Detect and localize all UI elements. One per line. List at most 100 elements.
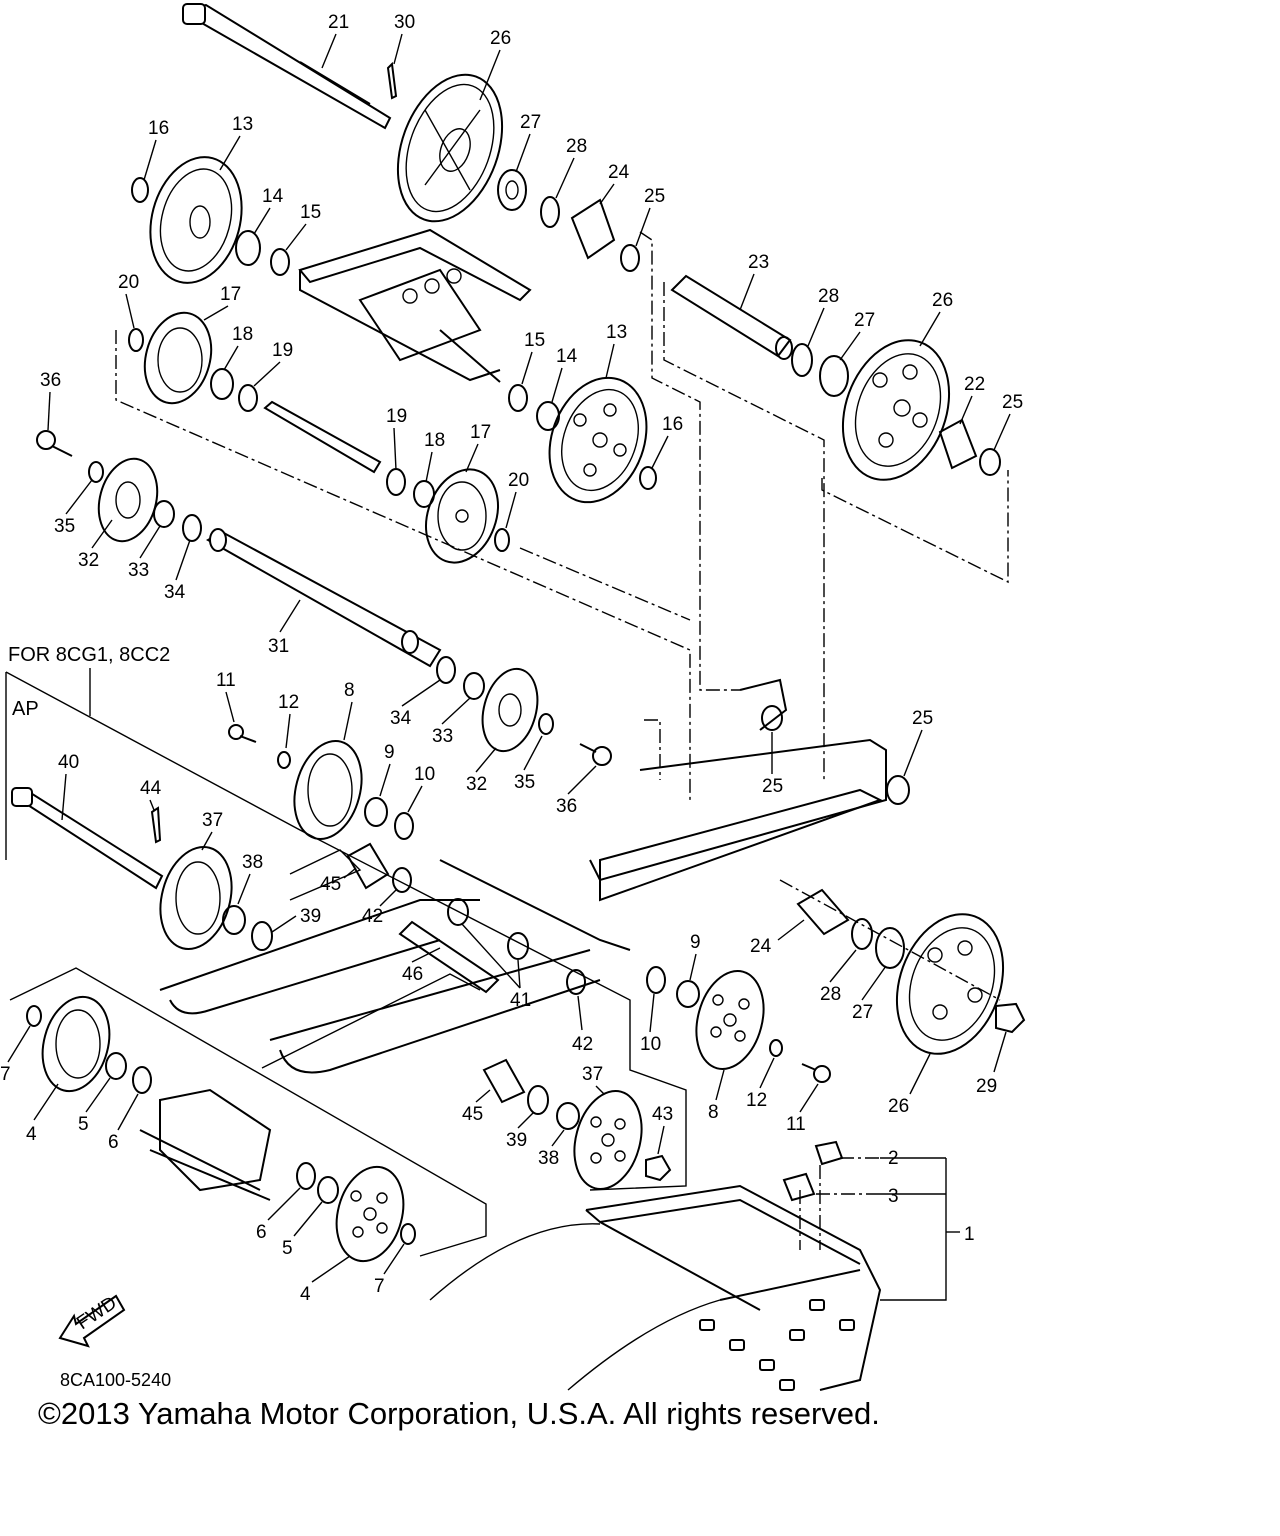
clip-2	[814, 1140, 844, 1166]
ap-note: AP	[12, 698, 39, 720]
callout-17: 17	[220, 284, 241, 305]
callout-38b: 38	[538, 1148, 559, 1169]
clip-35-left	[88, 461, 104, 483]
callout-7b: 7	[374, 1276, 385, 1297]
bearing-27-right	[819, 355, 849, 397]
callout-8b: 8	[708, 1102, 719, 1123]
callout-29: 29	[976, 1076, 997, 1097]
callout-32b: 32	[466, 774, 487, 795]
clip-28-lower	[851, 918, 873, 950]
clip-20-left	[128, 328, 144, 352]
clip-10-lower	[646, 966, 666, 994]
bearing-27-lower	[875, 927, 905, 969]
callout-33b: 33	[432, 726, 453, 747]
callout-26: 26	[490, 28, 511, 49]
callout-11: 11	[216, 670, 236, 691]
callout-11b: 11	[786, 1114, 806, 1135]
bushing-41-a	[447, 898, 469, 926]
bushing-41-b	[507, 932, 529, 960]
callout-24b: 24	[750, 936, 772, 957]
shaft-40	[11, 788, 164, 890]
bolt-11-upper	[228, 724, 257, 743]
clip-28-right	[791, 343, 813, 377]
shaft-21	[182, 3, 392, 130]
callout-38: 38	[242, 852, 263, 873]
bearing-14-right	[536, 401, 560, 431]
clip-10-upper	[394, 812, 414, 840]
callout-25d: 25	[762, 776, 783, 797]
callout-8: 8	[344, 680, 355, 701]
wheel-26-lower	[895, 913, 1005, 1055]
clip-6-left	[132, 1066, 152, 1094]
callout-37: 37	[202, 810, 223, 831]
bearing-5-right	[317, 1176, 339, 1204]
main-rail-frame	[159, 678, 910, 1074]
callout-5: 5	[78, 1114, 89, 1135]
wheel-8-upper	[293, 739, 363, 841]
wheel-8-lower	[695, 969, 765, 1071]
clip-35-center	[538, 713, 554, 735]
wheel-4-right	[335, 1165, 405, 1263]
callout-40: 40	[58, 752, 79, 773]
callout-25c: 25	[912, 708, 933, 729]
callout-22: 22	[964, 374, 985, 395]
washer-12-lower	[769, 1039, 783, 1057]
wheel-32-center	[481, 667, 539, 753]
callout-42: 42	[362, 906, 383, 927]
callout-9: 9	[384, 742, 395, 763]
callout-15: 15	[300, 202, 321, 223]
callout-6b: 6	[256, 1222, 267, 1243]
wheel-13-left	[149, 156, 243, 284]
bearing-33-center	[463, 672, 485, 700]
bearing-33-left	[153, 500, 175, 528]
callout-5b: 5	[282, 1238, 293, 1259]
bearing-38-left	[222, 905, 246, 935]
bearing-9-lower	[676, 980, 700, 1008]
callout-19: 19	[272, 340, 293, 361]
callout-28c: 28	[820, 984, 841, 1005]
clip-15-right	[508, 384, 528, 412]
copyright-notice: ©2013 Yamaha Motor Corporation, U.S.A. A…	[38, 1396, 880, 1431]
clip-19-right	[386, 468, 406, 496]
callout-1: 1	[964, 1224, 975, 1245]
callout-19b: 19	[386, 406, 407, 427]
callout-45b: 45	[462, 1104, 483, 1125]
washer-42-upper	[392, 867, 412, 893]
fwd-arrow: FWD	[58, 1293, 126, 1348]
callout-6: 6	[108, 1132, 119, 1153]
callout-9b: 9	[690, 932, 701, 953]
leader-lines	[7, 33, 1011, 1283]
callout-35: 35	[54, 516, 75, 537]
callout-25b: 25	[1002, 392, 1023, 413]
clip-7-right	[400, 1223, 416, 1245]
washer-25-right	[979, 448, 1001, 476]
ap-bracket	[5, 668, 960, 1301]
callout-42b: 42	[572, 1034, 593, 1055]
callout-27: 27	[520, 112, 541, 133]
clip-19-left	[238, 384, 258, 412]
callout-14b: 14	[556, 346, 578, 367]
wheel-4-left	[41, 995, 111, 1093]
callout-25: 25	[644, 186, 665, 207]
clip-39-lower	[527, 1085, 549, 1115]
upper-frame	[298, 228, 532, 383]
wheel-17-right	[425, 468, 499, 564]
callout-35b: 35	[514, 772, 535, 793]
nut-29	[995, 1002, 1026, 1034]
callout-7: 7	[0, 1064, 11, 1085]
bolt-36-left	[36, 430, 73, 457]
bearing-38-lower	[556, 1102, 580, 1130]
callout-39: 39	[300, 906, 321, 927]
washer-25-top	[620, 244, 640, 272]
callout-26c: 26	[888, 1096, 909, 1117]
callout-31: 31	[268, 636, 289, 657]
shaft-23	[670, 274, 792, 358]
callout-20b: 20	[508, 470, 529, 491]
clip-7-left	[26, 1005, 42, 1027]
callout-24: 24	[608, 162, 630, 183]
clip-34-center	[436, 656, 456, 684]
callout-18b: 18	[424, 430, 445, 451]
clip-16-right	[639, 466, 657, 490]
callout-28: 28	[566, 136, 587, 157]
callout-43: 43	[652, 1104, 673, 1125]
